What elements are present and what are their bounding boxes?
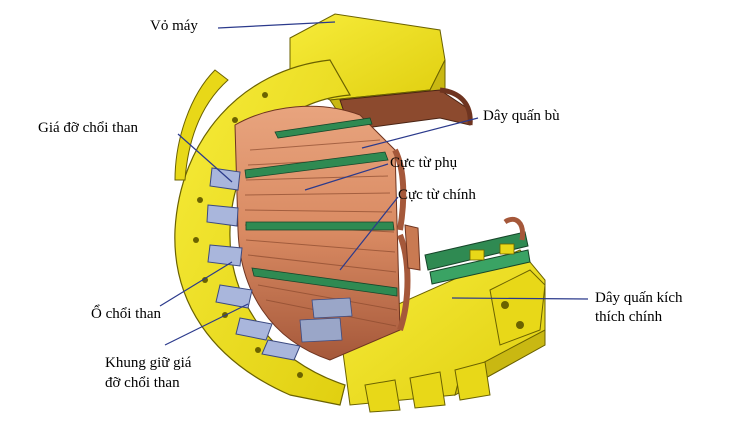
stator-windings	[234, 105, 421, 361]
label-brush-holder-support: Giá đỡ chổi than	[38, 120, 138, 136]
brush-holders	[206, 167, 301, 361]
leader-lines	[159, 21, 589, 346]
label-main-excitation-winding: Dây quấn kích thích chính	[595, 290, 745, 326]
label-auxiliary-pole: Cực từ phụ	[390, 155, 458, 171]
label-main-excitation-winding-line1: Dây quấn kích	[595, 290, 683, 306]
brush-holder-frame	[299, 297, 353, 343]
label-compensating-winding: Dây quấn bù	[483, 108, 560, 124]
label-brush-holder-frame-line1: Khung giữ giá	[105, 355, 192, 371]
label-brush-holder-frame: Khung giữ giá đỡ chổi than	[105, 355, 235, 392]
label-housing: Vỏ máy	[150, 18, 198, 34]
label-brush-holder-frame-line2: đỡ chổi than	[105, 375, 180, 391]
label-brush-box: Ổ chổi than	[91, 306, 161, 322]
main-field-winding	[424, 216, 531, 285]
label-main-excitation-winding-line2: thích chính	[595, 309, 663, 325]
label-main-pole: Cực từ chính	[398, 187, 476, 203]
